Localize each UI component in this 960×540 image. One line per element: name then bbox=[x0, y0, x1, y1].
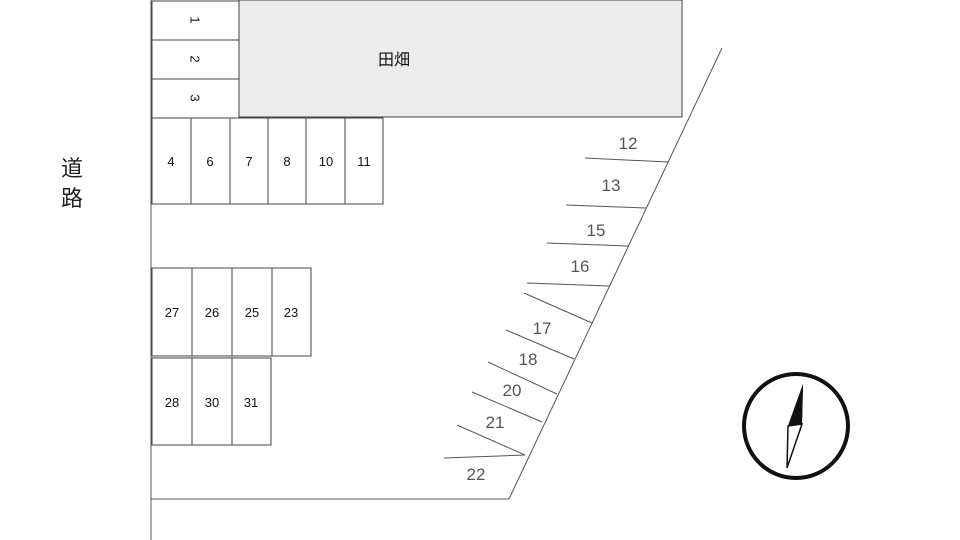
north-arrow-icon bbox=[742, 372, 850, 480]
parking-space-7 bbox=[229, 117, 269, 205]
space-label-18: 18 bbox=[519, 350, 538, 369]
road-label-char-2: 路 bbox=[61, 187, 83, 212]
space-label-30: 30 bbox=[205, 395, 219, 410]
space-label-10: 10 bbox=[319, 154, 333, 169]
diagonal-divider-16 bbox=[526, 282, 610, 287]
space-label-21: 21 bbox=[486, 413, 505, 432]
space-label-13: 13 bbox=[602, 176, 621, 195]
space-label-2: 2 bbox=[188, 55, 203, 62]
space-label-28: 28 bbox=[165, 395, 179, 410]
space-label-8: 8 bbox=[283, 154, 290, 169]
parking-space-23 bbox=[271, 267, 312, 357]
space-label-16: 16 bbox=[571, 257, 590, 276]
space-label-27: 27 bbox=[165, 305, 179, 320]
field-label: 田畑 bbox=[378, 50, 410, 69]
parking-space-31 bbox=[231, 357, 272, 446]
parking-space-1 bbox=[151, 0, 240, 41]
space-label-12: 12 bbox=[619, 134, 638, 153]
parking-space-4 bbox=[151, 117, 192, 205]
space-label-20: 20 bbox=[503, 381, 522, 400]
parking-space-27 bbox=[151, 267, 193, 357]
space-label-25: 25 bbox=[245, 305, 259, 320]
space-label-11: 11 bbox=[357, 154, 371, 169]
space-label-31: 31 bbox=[244, 395, 258, 410]
diagonal-divider-18 bbox=[505, 329, 575, 360]
site-diagonal-boundary bbox=[508, 47, 723, 500]
space-label-15: 15 bbox=[587, 221, 606, 240]
space-label-23: 23 bbox=[284, 305, 298, 320]
space-label-1: 1 bbox=[188, 16, 203, 23]
diagonal-divider-13 bbox=[565, 204, 647, 209]
space-label-17: 17 bbox=[533, 319, 552, 338]
parking-space-11 bbox=[344, 117, 384, 205]
parking-space-6 bbox=[190, 117, 231, 205]
diagonal-divider-20 bbox=[487, 361, 558, 395]
space-label-26: 26 bbox=[205, 305, 219, 320]
parking-space-2 bbox=[151, 39, 240, 80]
diagonal-divider-15 bbox=[546, 242, 629, 247]
diagonal-divider-17 bbox=[523, 292, 593, 324]
parking-space-25 bbox=[231, 267, 273, 357]
space-label-22: 22 bbox=[467, 465, 486, 484]
parking-space-30 bbox=[191, 357, 233, 446]
field-area bbox=[238, 0, 683, 118]
space-label-4: 4 bbox=[167, 154, 174, 169]
road-label-char-1: 道 bbox=[61, 157, 83, 182]
diagonal-divider-21 bbox=[471, 391, 543, 423]
diagonal-divider-22b bbox=[443, 454, 526, 459]
parking-space-10 bbox=[305, 117, 346, 205]
space-label-6: 6 bbox=[206, 154, 213, 169]
diagonal-divider-12 bbox=[584, 157, 669, 163]
parking-space-3 bbox=[151, 78, 240, 119]
parking-space-26 bbox=[191, 267, 233, 357]
space-label-7: 7 bbox=[245, 154, 252, 169]
parking-space-28 bbox=[151, 357, 193, 446]
diagonal-divider-22a bbox=[456, 424, 526, 456]
space-label-3: 3 bbox=[188, 94, 203, 101]
